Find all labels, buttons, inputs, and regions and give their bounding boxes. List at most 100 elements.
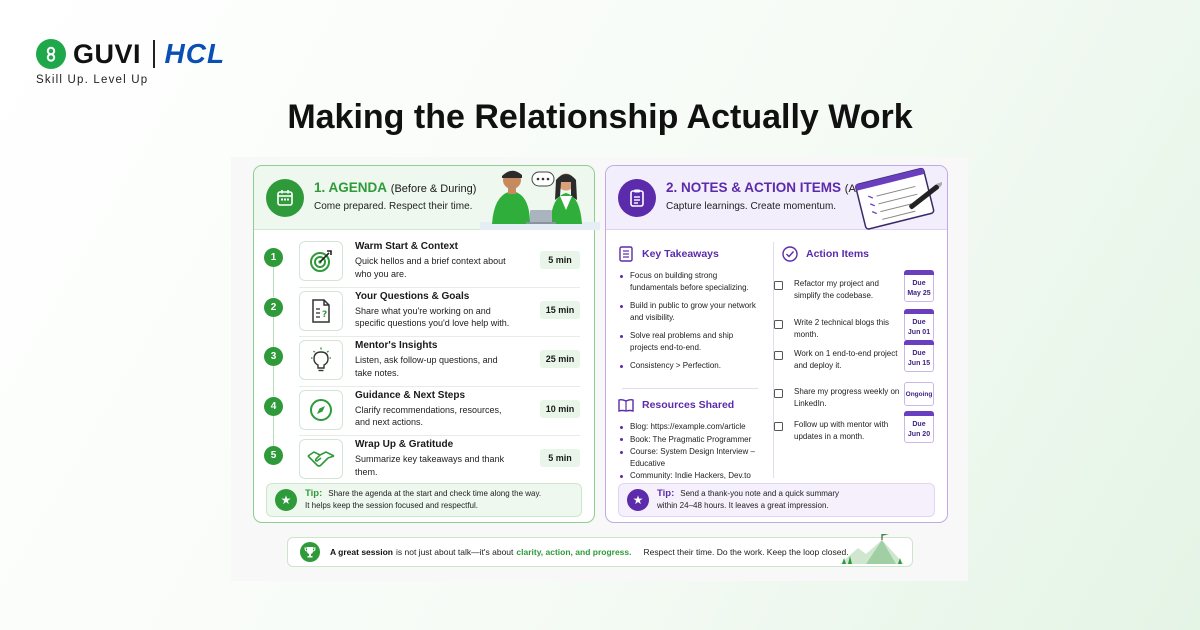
timeline-connector (273, 316, 274, 347)
resource-item: Blog: https://example.com/article (620, 421, 760, 433)
page-title: Making the Relationship Actually Work (287, 98, 913, 136)
timeline-connector (273, 415, 274, 446)
agenda-header: 1. AGENDA (Before & During) Come prepare… (254, 166, 600, 230)
guvi-logo-text: GUVI (73, 38, 142, 69)
agenda-item: 2 ? Your Questions & Goals Share what yo… (254, 288, 594, 347)
notebook-pen-illustration (855, 167, 942, 230)
banner-closing: Respect their time. Do the work. Keep th… (643, 547, 849, 557)
step-number: 5 (264, 446, 283, 465)
agenda-item-desc: Listen, ask follow-up questions, and tak… (355, 355, 498, 378)
clipboard-icon (618, 179, 656, 217)
takeaways-list: Focus on building strong fundamentals be… (620, 270, 760, 372)
notes-tip-text: Tip:Send a thank-you note and a quick su… (657, 488, 840, 510)
resources-heading: Resources Shared (618, 397, 734, 413)
step-number: 1 (264, 248, 283, 267)
handshake-icon (299, 439, 343, 479)
agenda-item-title: Mentor's Insights (355, 340, 438, 351)
row-divider (299, 435, 580, 436)
lightbulb-icon (299, 340, 343, 380)
action-items-heading: Action Items (782, 246, 869, 262)
agenda-item-title: Wrap Up & Gratitude (355, 439, 454, 450)
action-text: Work on 1 end-to-end project and deploy … (794, 349, 898, 370)
infographic: 1. AGENDA (Before & During) Come prepare… (231, 157, 968, 581)
trophy-icon (300, 542, 320, 562)
time-badge: 5 min (540, 449, 580, 467)
action-checkbox[interactable] (774, 281, 783, 290)
list-icon (618, 246, 634, 262)
agenda-item: 5 Wrap Up & Gratitude Summarize key take… (254, 436, 594, 486)
time-badge: 15 min (540, 300, 580, 319)
timeline-connector (273, 366, 274, 396)
step-number: 2 (264, 297, 283, 317)
banner-text: is not just about talk—it's about (396, 547, 514, 557)
column-divider (773, 242, 774, 478)
target-icon (299, 241, 343, 281)
takeaway-item: Focus on building strong fundamentals be… (620, 270, 760, 293)
action-text: Share my progress weekly on LinkedIn. (794, 387, 900, 408)
action-text: Follow up with mentor with updates in a … (794, 420, 889, 441)
action-item: Follow up with mentor with updates in a … (774, 411, 944, 449)
agenda-title: 1. AGENDA (Before & During) (314, 180, 477, 195)
compass-icon (299, 389, 343, 430)
notes-card: 2. NOTES & ACTION ITEMS (After) Capture … (605, 165, 948, 523)
takeaway-item: Consistency > Perfection. (620, 360, 760, 372)
banner-highlight: clarity, action, and progress. (516, 547, 632, 557)
hcl-logo-text: HCL (164, 38, 226, 69)
action-checkbox[interactable] (774, 422, 783, 431)
notes-header: 2. NOTES & ACTION ITEMS (After) Capture … (606, 166, 947, 230)
agenda-list: 1 Warm Start & Context Quick hellos and … (254, 238, 594, 486)
action-checkbox[interactable] (774, 389, 783, 398)
notes-tip: ★ Tip:Send a thank-you note and a quick … (618, 483, 935, 517)
takeaway-item: Solve real problems and ship projects en… (620, 330, 760, 353)
resource-item: Book: The Pragmatic Programmer (620, 434, 760, 446)
agenda-item-desc: Summarize key takeaways and thank them. (355, 454, 505, 477)
calendar-icon (266, 179, 304, 217)
agenda-item: 3 Mentor's Insights Listen, ask follow-u… (254, 337, 594, 396)
meeting-illustration (480, 170, 600, 230)
banner-emphasis: A great session (330, 547, 393, 557)
resources-list: Blog: https://example.com/article Book: … (620, 421, 760, 482)
row-divider (299, 336, 580, 337)
agenda-item-desc: Share what you're working on and specifi… (355, 305, 510, 329)
brand-tagline: Skill Up. Level Up (36, 74, 149, 86)
step-number: 3 (264, 347, 283, 366)
action-item: Work on 1 end-to-end project and deploy … (774, 340, 944, 378)
agenda-item-title: Your Questions & Goals (355, 290, 470, 302)
row-divider (299, 385, 580, 387)
agenda-item-title: Warm Start & Context (355, 241, 458, 252)
agenda-item: 4 Guidance & Next Steps Clarify recommen… (254, 387, 594, 446)
step-number: 4 (264, 396, 283, 416)
brand-divider (153, 40, 155, 68)
action-checkbox[interactable] (774, 320, 783, 329)
agenda-subtitle: Come prepared. Respect their time. (314, 201, 473, 212)
agenda-card: 1. AGENDA (Before & During) Come prepare… (253, 165, 600, 523)
agenda-tip: ★ Tip:Share the agenda at the start and … (266, 483, 582, 517)
timeline-connector (273, 267, 274, 297)
time-badge: 10 min (540, 399, 580, 418)
time-badge: 5 min (540, 251, 580, 269)
agenda-item-title: Guidance & Next Steps (355, 389, 466, 401)
star-icon: ★ (627, 489, 649, 511)
resource-item: Course: System Design Interview – Educat… (620, 446, 760, 469)
section-divider (622, 388, 758, 389)
notes-title: 2. NOTES & ACTION ITEMS (After) (666, 180, 875, 195)
notes-subtitle: Capture learnings. Create momentum. (666, 201, 837, 212)
takeaway-item: Build in public to grow your network and… (620, 300, 760, 323)
brand-header: GUVI HCL Skill Up. Level Up (36, 38, 225, 86)
star-icon: ★ (275, 489, 297, 511)
key-takeaways-heading: Key Takeaways (618, 246, 719, 262)
action-checkbox[interactable] (774, 351, 783, 360)
guvi-logo-icon (36, 39, 66, 69)
resource-item: Community: Indie Hackers, Dev.to (620, 470, 760, 482)
bottom-banner: A great session is not just about talk—i… (287, 534, 913, 567)
action-item: Share my progress weekly on LinkedIn. On… (774, 382, 944, 416)
book-icon (618, 397, 634, 413)
check-circle-icon (782, 246, 798, 262)
action-text: Refactor my project and simplify the cod… (794, 279, 879, 300)
status-badge: Ongoing (904, 382, 934, 406)
